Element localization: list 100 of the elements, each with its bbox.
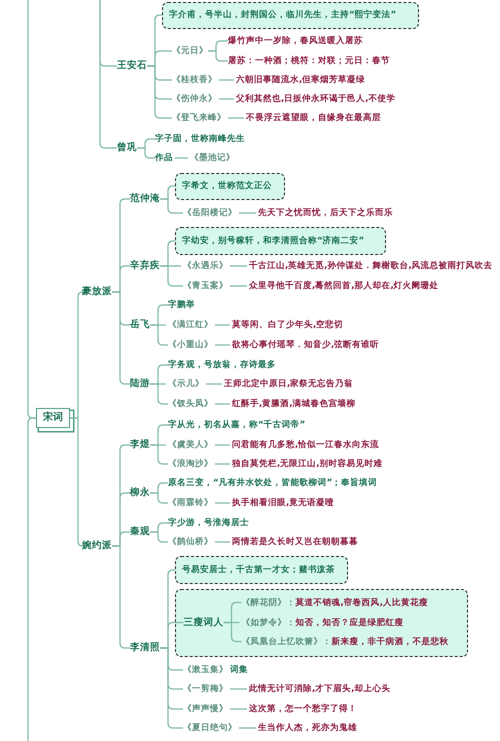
poem-title: 《小重山》 xyxy=(168,339,213,351)
quote-text: 这次第，怎一个愁字了得！ xyxy=(249,703,357,715)
poem-title: 《浪淘沙》 xyxy=(168,458,213,470)
connector-line xyxy=(230,265,247,267)
quote-text: 欲将心事付瑶琴．知音少,弦断有谁听 xyxy=(232,339,380,351)
branch-label: 豪放派 xyxy=(82,286,112,298)
poem-title: 《登飞来峰》 xyxy=(172,112,226,124)
poem-title: 《虞美人》 xyxy=(168,439,213,451)
note-text: 字少游，号淮海居士 xyxy=(168,517,249,529)
poem-title: 《墨池记》 xyxy=(190,152,235,164)
quote-text: 执手相看泪眼,竟无语凝噎 xyxy=(232,497,334,509)
quote-text: 王师北定中原日,家祭无忘告乃翁 xyxy=(224,378,354,390)
poem-title: 《凤凰台上忆吹箫》： xyxy=(242,636,332,646)
connector-line xyxy=(150,324,168,346)
poem-title: 《雨霖铃》 xyxy=(168,497,213,509)
connector-line xyxy=(175,157,188,159)
quote-text: 先天下之忧而忧，后天下之乐而乐 xyxy=(258,207,393,219)
poem-title: 《漱玉集》 xyxy=(183,665,228,675)
connector-line xyxy=(150,444,168,465)
quote-text: 问君能有几多愁,恰似一江春水向东流 xyxy=(232,439,380,451)
branch-label: 辛弃疾 xyxy=(130,260,160,272)
connector-line xyxy=(150,492,168,504)
poem-title: 《鹊仙桥》 xyxy=(168,536,213,548)
quote-text: 父利其然也,日扳仲永环谒于邑人,不使学 xyxy=(236,93,396,105)
connector-line xyxy=(239,212,256,214)
quote-text: 众里寻他千百度,蓦然回首,那人却在,灯火阑珊处 xyxy=(249,280,439,292)
connector-line xyxy=(215,344,230,346)
note-text: 作品 xyxy=(155,152,173,164)
note-box: 号易安居士，千古第一才女；赌书泼茶 xyxy=(175,556,348,584)
poem-title: 《满江红》 xyxy=(168,319,213,331)
connector-line xyxy=(215,463,230,465)
quote-text: 新来瘦，非干病酒，不是悲秋 xyxy=(332,636,448,646)
poem-title: 《夏日绝句》 xyxy=(183,722,237,734)
connector-line xyxy=(230,688,247,690)
connector-line xyxy=(206,383,222,385)
branch-label: 王安石 xyxy=(117,60,147,72)
connector-line xyxy=(70,417,84,547)
connector-line xyxy=(160,198,183,214)
poem-title: 《岳阳楼记》 xyxy=(183,207,237,219)
poem-title: 《示儿》 xyxy=(168,378,204,390)
connector-line xyxy=(99,0,117,149)
connector-line xyxy=(215,444,230,446)
quote-text: 独自莫凭栏,无限江山,别时容易见时难 xyxy=(232,458,382,470)
note-text: 字务观，号放翁，存诗最多 xyxy=(168,359,276,371)
connector-line xyxy=(112,291,130,385)
quote-text: 此情无计可消除,才下眉头,却上心头 xyxy=(249,683,390,695)
poem-title: 《元日》 xyxy=(172,45,208,57)
branch-label: 李清照 xyxy=(130,642,160,654)
note-box: 字幼安，别号稼轩，和李清照合称“济南二安” xyxy=(175,227,386,255)
note-text: 字子固，世称南峰先生 xyxy=(155,133,245,145)
branch-label: 三瘦词人 xyxy=(184,616,224,628)
quote-text: 生当作人杰，死亦为鬼雄 xyxy=(258,722,357,734)
branch-label: 李煜 xyxy=(130,439,150,451)
note-text: 词集 xyxy=(230,665,248,675)
branch-label: 范仲淹 xyxy=(130,193,160,205)
branch-label: 曾巩 xyxy=(117,142,137,154)
branch-label: 陆游 xyxy=(130,378,150,390)
quote-text: 两情若是久长时又岂在朝朝暮暮 xyxy=(232,536,358,548)
quote-text: 知否，知否？应是绿肥红瘦 xyxy=(296,618,404,628)
quote-text: 爆竹声中一岁除，春风送暖入屠苏 xyxy=(228,35,363,47)
poem-title: 《一剪梅》 xyxy=(183,683,228,695)
note-text: 字从光，初名从嘉，称“千古词帝” xyxy=(168,419,306,431)
connector-line xyxy=(215,403,230,405)
quote-text: 莫等闲、白了少年头,空悲切 xyxy=(232,319,344,331)
connector-line xyxy=(150,531,168,543)
quote-text: 屠苏：一种酒；桃符：对联；元日：春节 xyxy=(228,55,390,67)
quote-text: 莫道不销魂,帘卷西风,人比黄花瘦 xyxy=(296,598,428,608)
branch-label: 婉约派 xyxy=(82,540,112,552)
connector-line xyxy=(228,117,244,119)
connector-line xyxy=(230,708,247,710)
quote-text: 千古江山,英雄无觅,孙仲谋处．舞榭歌台,风流总被雨打风吹去 xyxy=(249,260,493,272)
connector-line xyxy=(137,147,155,159)
connector-line xyxy=(219,98,234,100)
connector-line xyxy=(219,79,234,81)
note-box: 字希文，世称范文正公 xyxy=(175,172,285,200)
branch-label: 秦观 xyxy=(130,526,150,538)
poem-title: 《桂枝香》 xyxy=(172,74,217,86)
connector-line xyxy=(215,502,230,504)
connector-line xyxy=(160,647,183,729)
poem-title: 《声声慢》 xyxy=(183,703,228,715)
poem-title: 《永遇乐》 xyxy=(183,260,228,272)
connector-line xyxy=(208,50,228,62)
group-box xyxy=(175,589,468,657)
quote-text: 红酥手,黄縢酒,满城春色宫墙柳 xyxy=(232,398,356,410)
poem-title: 《钗头凤》 xyxy=(168,398,213,410)
branch-label: 柳永 xyxy=(130,487,150,499)
connector-line xyxy=(27,417,36,741)
branch-label: 岳飞 xyxy=(130,319,150,331)
poem-title: 《青玉案》 xyxy=(183,280,228,292)
connector-line xyxy=(160,265,183,287)
connector-line xyxy=(215,324,230,326)
note-box: 字介甫，号半山，封荆国公，临川先生，主持“熙宁变法” xyxy=(162,2,419,28)
quote-text: 六朝旧事随流水,但寒烟芳草凝绿 xyxy=(236,74,366,86)
connector-line xyxy=(150,383,168,405)
poem-title: 《如梦令》： xyxy=(242,618,296,628)
connector-line xyxy=(215,541,230,543)
connector-line xyxy=(239,727,256,729)
note-text: 原名三变，“凡有井水饮处，皆能歌柳词”；奉旨填词 xyxy=(168,477,378,489)
connector-line xyxy=(147,65,172,119)
connector-line xyxy=(230,285,247,287)
